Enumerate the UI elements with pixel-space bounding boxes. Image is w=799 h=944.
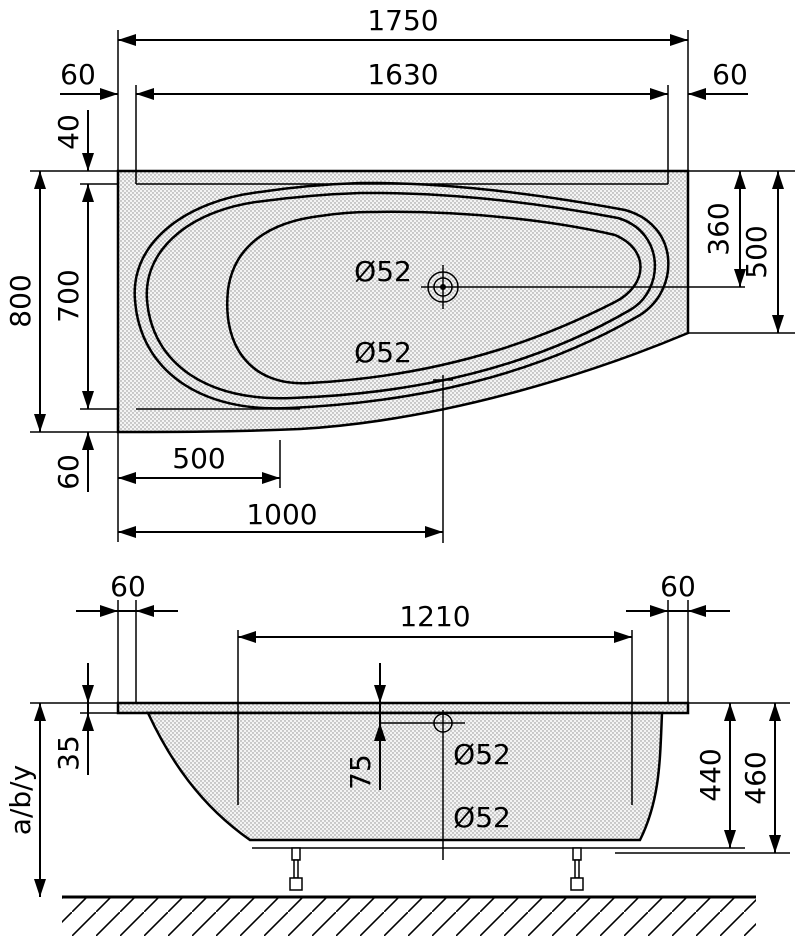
- side-arrow-35: [82, 685, 94, 731]
- side-dim-460-label: 460: [739, 751, 772, 804]
- arrow-60-bottom: [82, 432, 94, 450]
- foot-right-icon: [570, 847, 584, 891]
- side-dim-35-label: 35: [52, 735, 85, 771]
- side-dim-height-label: a/b/y: [4, 765, 37, 835]
- dim-40-label: 40: [52, 114, 85, 150]
- arrow-40: [82, 153, 94, 171]
- side-arrow-60-left: [100, 605, 154, 617]
- side-arrow-60-right: [650, 605, 706, 617]
- dim-700-label: 700: [52, 269, 85, 322]
- top-view: Ø52 Ø52 1750 1630 60 60 40: [4, 4, 795, 543]
- arrow-500-right: [772, 171, 784, 333]
- side-dim-60-left-label: 60: [110, 570, 146, 603]
- side-drain-label: Ø52: [453, 801, 511, 834]
- side-overflow-label: Ø52: [453, 738, 511, 771]
- side-dim-75-label: 75: [344, 754, 377, 790]
- dim-60-left-label: 60: [60, 58, 96, 91]
- arrow-60-left: [100, 88, 118, 100]
- dim-1750-label: 1750: [367, 4, 438, 37]
- dim-1630-label: 1630: [367, 58, 438, 91]
- side-dim-1210-label: 1210: [399, 600, 470, 633]
- dim-500-bottom-label: 500: [172, 442, 225, 475]
- floor-hatch: [62, 898, 756, 936]
- drain-label: Ø52: [354, 255, 412, 288]
- basin-outer: [133, 181, 670, 410]
- side-dim-60-right-label: 60: [660, 570, 696, 603]
- side-arrow-440: [724, 703, 736, 848]
- dim-500-right-label: 500: [740, 225, 773, 278]
- dim-60-right-label: 60: [712, 58, 748, 91]
- tub-rim: [116, 701, 690, 715]
- arrow-60-right: [688, 88, 706, 100]
- tub-body-side: [146, 711, 664, 842]
- side-arrow-460: [769, 703, 781, 853]
- side-arrow-75: [374, 685, 386, 741]
- foot-left-icon: [289, 847, 303, 891]
- dim-60-bottom-label: 60: [52, 454, 85, 490]
- overflow-label: Ø52: [354, 336, 412, 369]
- arrow-500-bottom: [118, 472, 280, 484]
- basin-floor: [225, 210, 642, 385]
- side-dim-440-label: 440: [694, 748, 727, 801]
- tub-outline-top: [116, 169, 690, 434]
- dim-360-label: 360: [702, 202, 735, 255]
- dim-1000-label: 1000: [246, 498, 317, 531]
- side-view: Ø52 Ø52 60 60 1210 35 75: [4, 570, 790, 936]
- basin-rim: [145, 191, 657, 400]
- dim-800-label: 800: [4, 274, 37, 327]
